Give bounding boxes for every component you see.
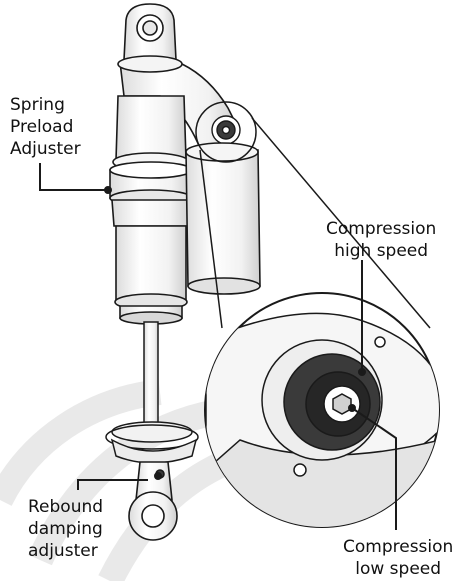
bottom-eyelet (128, 461, 178, 541)
shaft (143, 321, 159, 427)
label-line: Compression (326, 219, 437, 239)
label-line: Rebound (28, 497, 104, 517)
leader-lines (39, 163, 397, 530)
zoom-connectors (195, 101, 431, 329)
top-eyelet (123, 3, 177, 61)
label-line: adjuster (28, 541, 98, 561)
leader-rebound (77, 479, 148, 490)
label-rebound-damping-adjuster: Rebound damping adjuster (28, 496, 103, 562)
compression-adjuster-small (211, 115, 241, 145)
label-compression-low-speed: Compression low speed (343, 536, 453, 580)
label-compression-high-speed: Compression high speed (326, 218, 436, 262)
label-line: Spring (10, 95, 65, 115)
reservoir (185, 142, 261, 295)
leader-spring-preload (39, 163, 108, 191)
zoom-detail (204, 292, 440, 528)
bottom-clamp (105, 421, 199, 464)
leader-compression-low (351, 407, 397, 530)
label-line: Adjuster (10, 139, 81, 159)
label-line: low speed (355, 559, 442, 579)
label-line: high speed (334, 241, 429, 261)
label-line: damping (28, 519, 103, 539)
label-spring-preload-adjuster: Spring Preload Adjuster (10, 94, 81, 160)
label-line: Preload (10, 117, 74, 137)
label-line: Compression (343, 537, 454, 557)
shock-body (109, 95, 193, 325)
